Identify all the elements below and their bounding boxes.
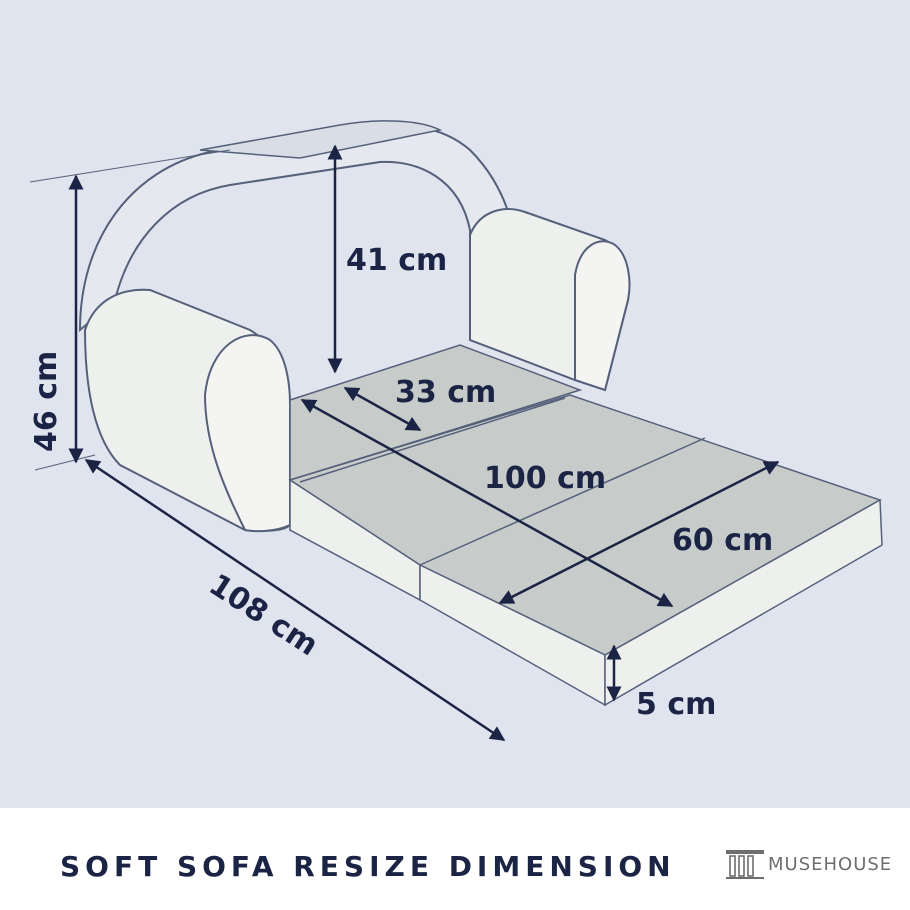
page-title: SOFT SOFA RESIZE DIMENSION: [60, 850, 676, 883]
label-60cm: 60 cm: [672, 523, 773, 558]
right-armrest-face: [574, 240, 631, 392]
pillar-logo-icon: [726, 850, 764, 879]
label-41cm: 41 cm: [346, 243, 447, 278]
backrest-top-edge: [199, 120, 443, 159]
label-108cm: 108 cm: [203, 567, 324, 663]
sofa-dimension-diagram: 41 cm 33 cm 100 cm 60 cm 5 cm 46 cm 108 …: [0, 0, 910, 808]
brand-logo: MUSEHOUSE: [724, 846, 892, 882]
label-5cm: 5 cm: [636, 687, 716, 722]
label-33cm: 33 cm: [395, 375, 496, 410]
label-100cm: 100 cm: [484, 461, 606, 496]
guide-line-bottom: [34, 454, 96, 471]
footer: [0, 808, 910, 910]
guide-line-top: [29, 149, 231, 183]
label-46cm: 46 cm: [29, 351, 64, 452]
sofa-drawing: 41 cm 33 cm 100 cm 60 cm 5 cm 46 cm 108 …: [29, 120, 883, 742]
brand-name: MUSEHOUSE: [768, 853, 893, 875]
arrow-60cm: [498, 460, 780, 605]
arrow-108cm: [84, 458, 506, 742]
